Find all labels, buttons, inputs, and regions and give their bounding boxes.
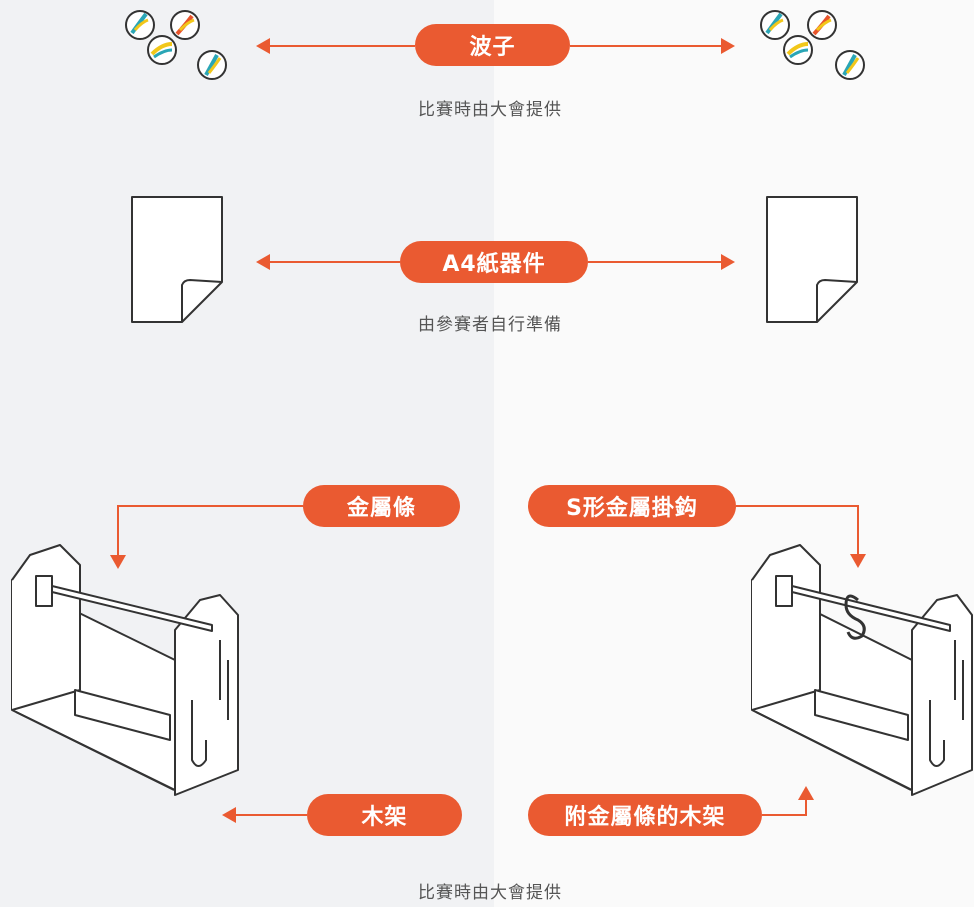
- wooden-stand-label: 木架: [307, 794, 462, 836]
- stand-with-bar-label: 附金屬條的木架: [528, 794, 762, 836]
- s-hook-label: S形金屬掛鈎: [528, 485, 736, 527]
- paper-note: 由參賽者自行準備: [418, 315, 562, 335]
- paper-icon-right: [766, 196, 858, 323]
- paper-label: A4紙器件: [400, 241, 588, 283]
- marbles-label: 波子: [415, 24, 570, 66]
- marbles-icon-right: [760, 10, 865, 80]
- left-panel-background: [0, 0, 494, 907]
- wooden-stand-right: [751, 544, 973, 796]
- marbles-note: 比賽時由大會提供: [418, 100, 562, 120]
- paper-icon-left: [131, 196, 223, 323]
- wooden-stand-left: [11, 544, 239, 796]
- marbles-icon-left: [125, 10, 227, 80]
- metal-bar-label: 金屬條: [303, 485, 460, 527]
- stand-note: 比賽時由大會提供: [418, 883, 562, 903]
